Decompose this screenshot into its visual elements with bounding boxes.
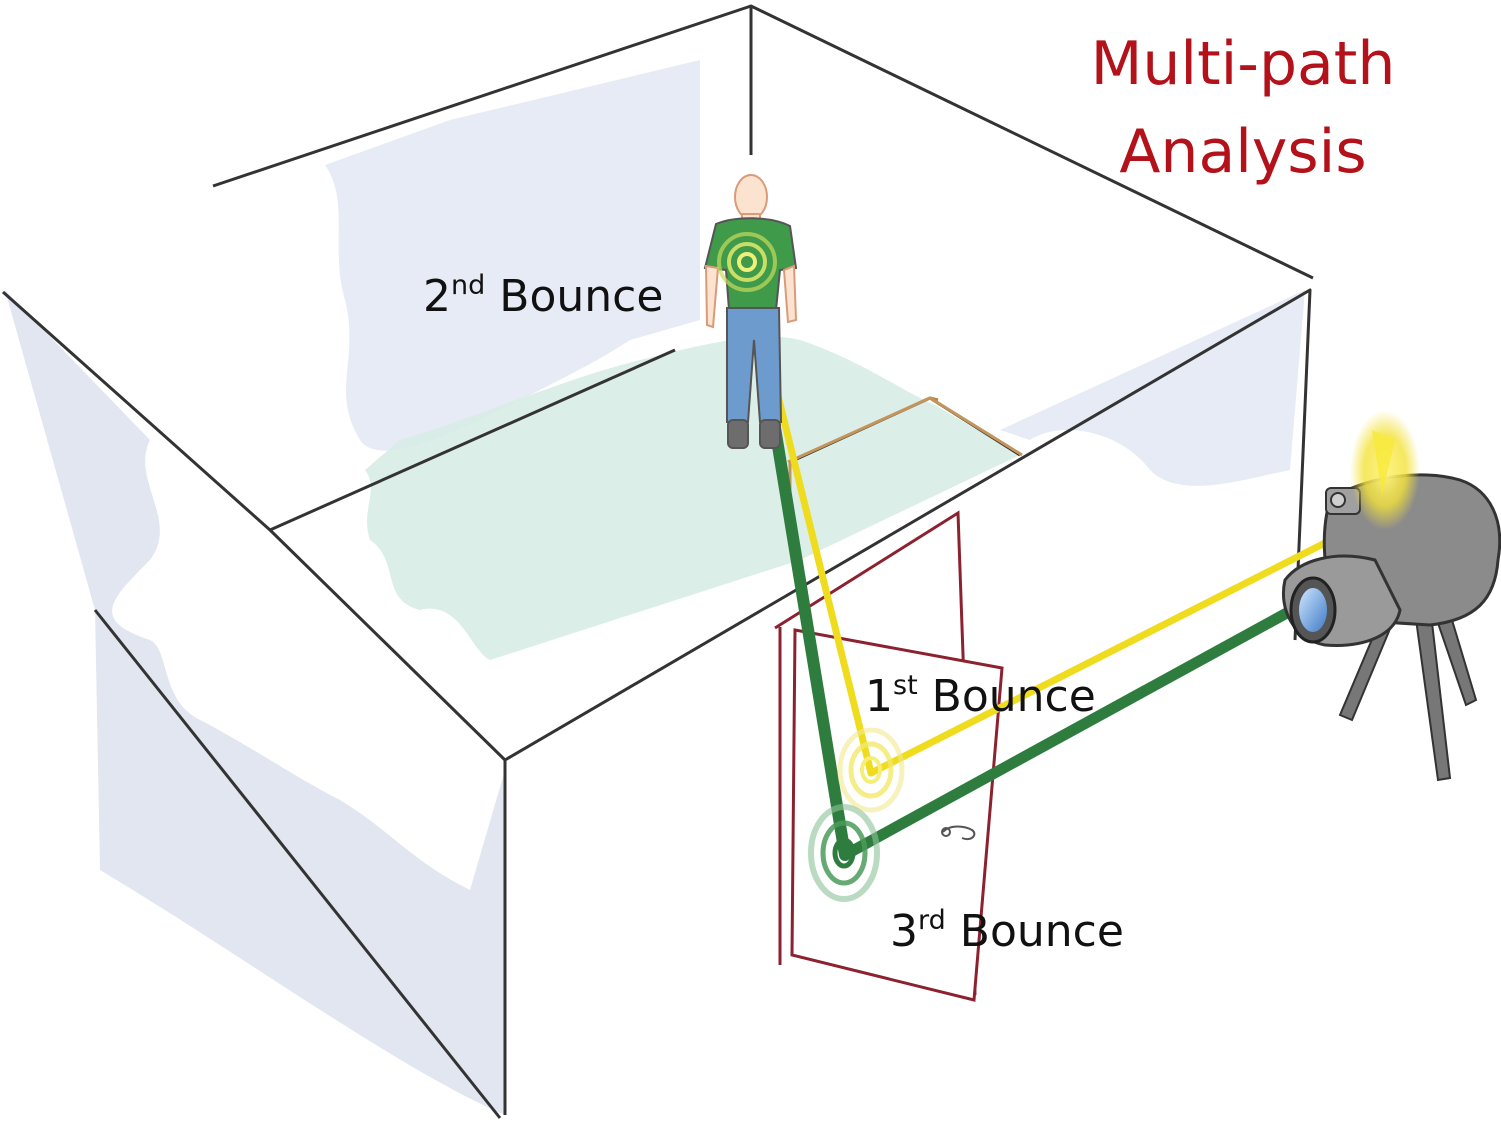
title-line-2: Analysis: [1119, 117, 1367, 187]
second-bounce-label: 2nd Bounce: [423, 270, 663, 322]
third-bounce-number: 3: [890, 906, 918, 957]
third-bounce-target: [808, 804, 880, 902]
first-bounce-target: [837, 727, 905, 813]
second-bounce-suffix: nd: [451, 270, 486, 301]
first-bounce-suffix: st: [893, 670, 918, 701]
first-bounce-label: 1st Bounce: [865, 670, 1096, 722]
title-line-1: Multi-path: [1090, 29, 1396, 99]
camera-icon: [1282, 410, 1501, 782]
third-bounce-suffix: rd: [918, 905, 946, 936]
first-bounce-word: Bounce: [931, 671, 1096, 722]
left-wall-shade: [5, 290, 505, 1115]
third-bounce-word: Bounce: [959, 906, 1124, 957]
first-bounce-number: 1: [865, 671, 893, 722]
bounce-target-icon: [717, 232, 905, 902]
third-bounce-label: 3rd Bounce: [890, 905, 1124, 957]
diagram-title: Multi-path Analysis: [1078, 20, 1408, 196]
yellow-path-door-to-camera: [867, 501, 1404, 777]
second-bounce-target: [717, 232, 777, 292]
green-path-door-to-camera: [839, 597, 1311, 861]
second-bounce-number: 2: [423, 271, 451, 322]
second-bounce-word: Bounce: [499, 271, 664, 322]
floor-area: [365, 336, 1020, 660]
